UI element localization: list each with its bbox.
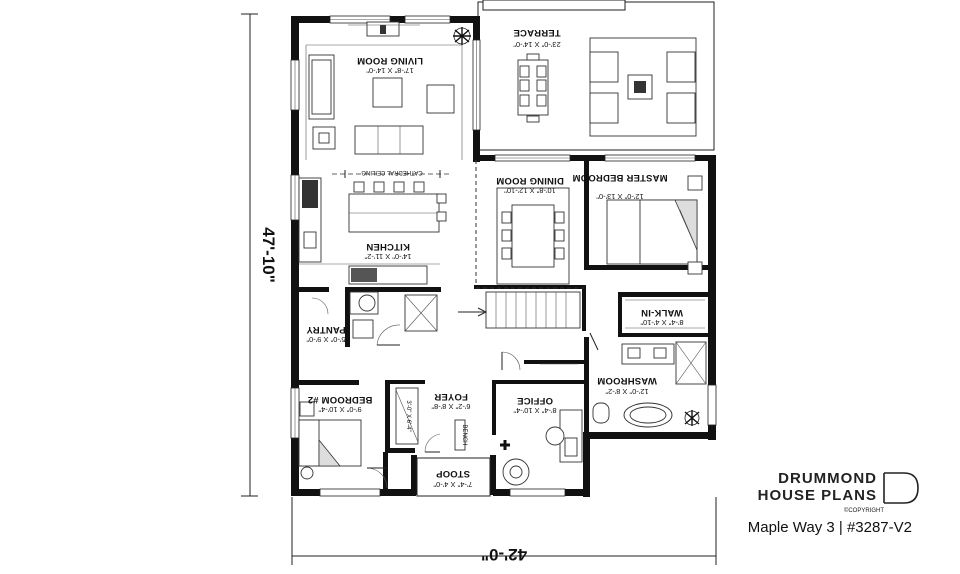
terrace-dims: 23'-0" X 14'-0" [513,40,561,49]
windows [290,15,717,497]
dining-room-name: DINING ROOM [496,175,564,186]
master-bedroom-furniture [606,175,703,275]
master-bedroom-dims: 12'-0" X 13'-0" [596,192,644,201]
washroom-dims: 12'-0" X 8'-2" [605,387,649,396]
stoop [416,457,491,497]
foyer-closet [395,387,466,453]
washroom-name: WASHROOM [597,375,657,386]
brand-copyright: ©COPYRIGHT [844,507,884,514]
living-room-dims: 17'-8" X 14'-0" [366,66,414,75]
living-room-name: LIVING ROOM [357,55,423,66]
walk-in-name: WALK-IN [641,307,683,318]
office-dims: 8'-4" X 10'-4" [513,406,557,415]
drummond-logo [883,472,919,504]
terrace-name: TERRACE [513,27,560,38]
dining-room-dims: 10'-8" X 12'-10" [504,186,556,195]
bedroom-2-name: BEDROOM #2 [308,394,373,405]
kitchen-fixtures [298,177,447,285]
stairs [458,291,581,329]
pantry-name: PANTRY [306,324,346,335]
terrace-area [477,0,715,151]
cathedral-ceiling-line [332,170,452,178]
kitchen-dims: 14'-0" X 11'-2" [364,252,411,261]
pantry-dims: 5'-0" X 9'-0" [306,335,345,344]
stoop-dims: 7'-4" X 4'-0" [433,480,472,489]
walk-in-closet [625,299,705,329]
office-name: OFFICE [517,395,553,406]
foyer-name: FOYER [434,391,468,402]
closet-dims: 3'-0" X 6'-4" [405,400,411,431]
brand-line-1: DRUMMOND [778,470,877,487]
cathedral-ceiling-label: CATHEDRAL CEILING [361,169,423,175]
dining-room-furniture [476,187,584,289]
brand-line-2: HOUSE PLANS [758,487,877,504]
bedroom-2-furniture [298,401,388,489]
office-furniture [500,351,583,486]
pantry-fixtures [311,291,438,346]
washroom-fixtures [589,332,707,428]
depth-dimension: 47'-10" [259,227,278,283]
interior-walls [299,155,712,492]
bench-label: BENCH [461,424,467,445]
bedroom-2-dims: 9'-0" X 10'-4" [318,405,362,414]
walk-in-dims: 8'-4" X 4'-10" [640,318,684,327]
stoop-name: STOOP [436,468,471,479]
foyer-dims: 6'-2" X 8'-8" [431,402,470,411]
master-bedroom-name: MASTER BEDROOM [572,172,667,183]
dimension-lines [241,13,717,565]
plan-caption: Maple Way 3 | #3287-V2 [748,519,912,536]
kitchen-name: KITCHEN [366,241,410,252]
master-bedroom-name-line: MASTER BEDROOM [572,172,667,183]
living-room-furniture [305,21,471,160]
width-dimension: 42'-0" [481,545,527,564]
